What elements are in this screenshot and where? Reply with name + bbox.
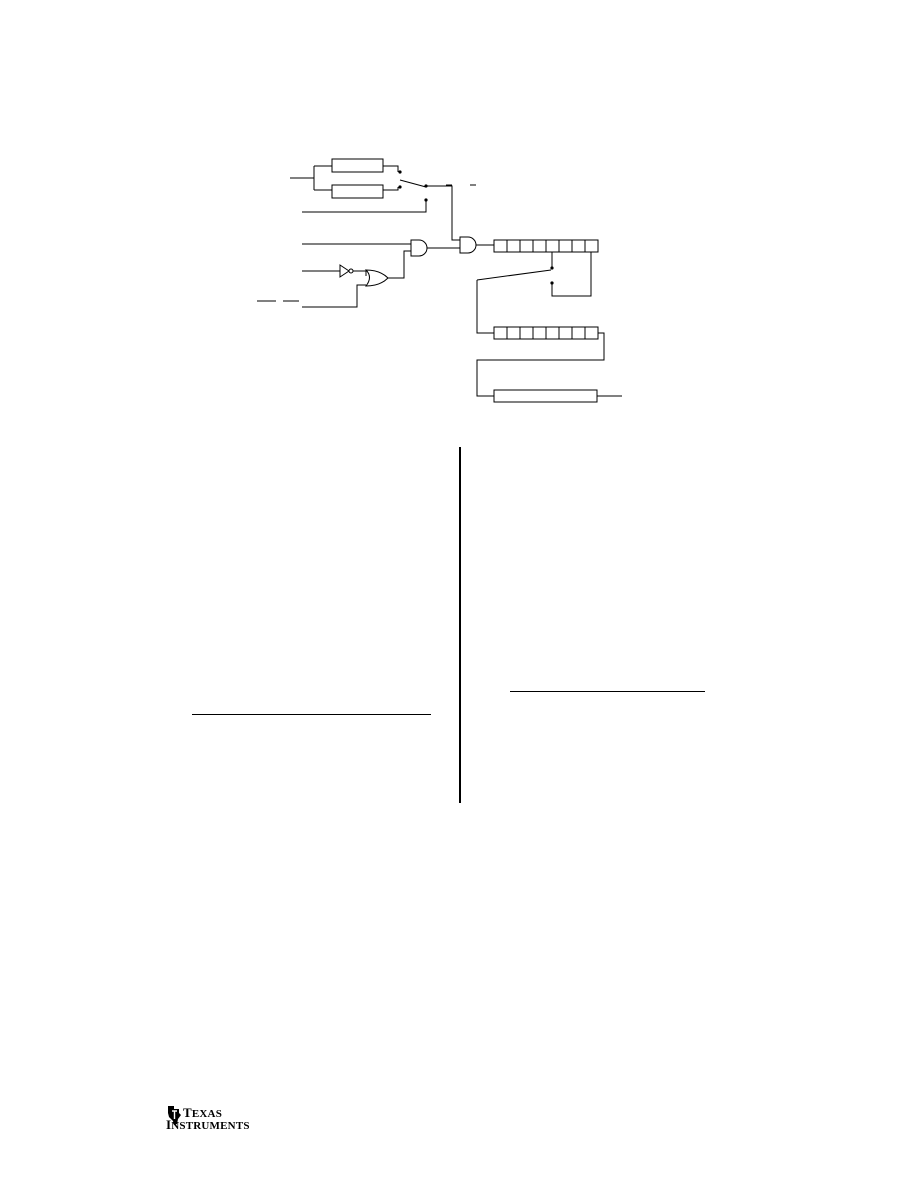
switch-1-contact-c [424, 198, 428, 202]
inverter-bubble [348, 268, 354, 274]
switch-2-blade [476, 269, 552, 281]
output-block [493, 389, 598, 403]
switch-2-contact-a [550, 266, 554, 270]
block-lower [331, 184, 384, 199]
inverter-out [353, 270, 367, 276]
logo-line-1: TEXAS [183, 1105, 223, 1120]
middle-register [493, 326, 599, 340]
split-line [313, 165, 332, 191]
block-diagram [257, 158, 622, 403]
block-upper [331, 158, 384, 173]
top-register [493, 239, 599, 253]
switch-1-blade [399, 179, 427, 188]
or-gate-out [388, 250, 411, 279]
ti-state-icon [168, 1106, 181, 1125]
switch-2-contact-b [550, 281, 554, 285]
texas-instruments-logo: TEXAS INSTRUMENTS [165, 1104, 249, 1132]
middle-register-out [476, 332, 605, 397]
right-column-rule [510, 691, 705, 692]
and-gate-2 [459, 236, 477, 254]
switch-1-out [426, 185, 460, 241]
feedback-return [551, 252, 592, 297]
inverter-triangle [339, 264, 350, 278]
input-line-2 [302, 200, 427, 213]
switch-1-contact-a [398, 170, 402, 174]
and-gate-1 [410, 239, 428, 257]
switch-1-contact-b [398, 185, 402, 189]
left-column-rule [192, 714, 431, 715]
or-gate [364, 269, 389, 287]
switch-1-pivot [424, 184, 428, 188]
block-upper-out [383, 165, 399, 172]
block-lower-out [383, 187, 399, 191]
input-line-5 [302, 284, 366, 308]
logo-line-2: INSTRUMENTS [166, 1117, 250, 1132]
switch-2-out [476, 280, 494, 334]
column-divider [459, 447, 461, 803]
